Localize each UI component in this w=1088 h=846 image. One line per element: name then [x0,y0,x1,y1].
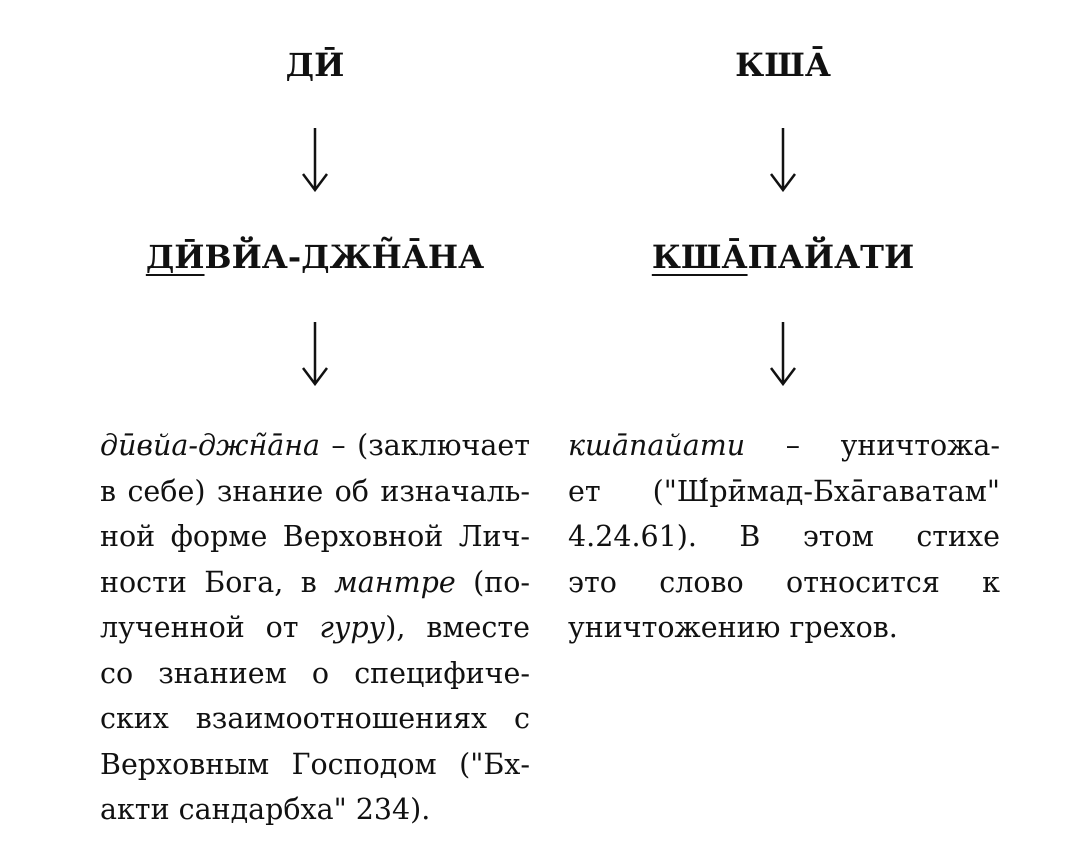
right-root-heading: КША̄ [735,46,831,84]
right-derived-heading: КША̄ПАЙАТИ [553,238,1013,276]
italic-term: дӣвйа-джн̃а̄на [100,429,320,462]
text-segment: ной форме Верховной Лич- [100,520,530,553]
left-derived-root: ДӢ [145,238,205,276]
text-segment: ет ("Ш́рӣмад-Бха̄гаватам" [568,474,1000,508]
text-line: со знанием о специфиче- [100,651,530,697]
text-line: акти сандарбха" 234). [100,787,530,833]
text-segment: – уничтожа- [745,429,1000,462]
text-segment: Верховным Господом ("Бх- [100,747,530,781]
text-line: кша̄пайати – уничтожа- [568,423,1000,469]
left-definition: дӣвйа-джн̃а̄на – (заключает в себе) знани… [100,423,530,833]
down-arrow-icon [302,128,328,192]
text-line: в себе) знание об изначаль- [100,469,530,515]
text-segment: (по- [455,565,530,599]
italic-term: гуру [319,611,386,644]
text-line: ной форме Верховной Лич- [100,514,530,560]
right-derived-rest: ПАЙАТИ [747,238,915,276]
text-segment: лученной от [100,611,320,644]
down-arrow-icon [770,128,796,192]
text-segment: акти сандарбха" 234). [100,793,431,826]
right-derived-root: КША̄ [651,238,748,276]
text-line: 4.24.61). В этом стихе [568,514,1000,560]
left-derived-rest: ВЙА-ДЖН̃А̄НА [204,238,485,276]
down-arrow-icon [302,322,328,386]
left-root-heading: ДӢ [285,46,345,84]
down-arrow-icon [770,322,796,386]
right-definition: кша̄пайати – уничтожа-ет ("Ш́рӣмад-Бха̄г… [568,423,1000,651]
text-line: ских взаимоотношениях с [100,696,530,742]
text-line: ности Бога, в мантре (по- [100,560,530,606]
text-segment: – (заключает [319,429,530,462]
text-line: лученной от гуру), вместе [100,605,530,651]
text-line: Верховным Господом ("Бх- [100,742,530,788]
text-segment: ), вместе [385,611,530,644]
text-line: дӣвйа-джн̃а̄на – (заключает [100,423,530,469]
italic-term: кша̄пайати [568,429,746,462]
text-segment: ских взаимоотношениях с [100,702,530,735]
text-segment: уничтожению грехов. [568,611,898,644]
italic-term: мантре [334,565,456,599]
text-line: уничтожению грехов. [568,605,1000,651]
left-derived-heading: ДӢВЙА-ДЖН̃А̄НА [85,238,545,276]
text-segment: 4.24.61). В этом стихе [568,520,1000,553]
text-segment: это слово относится к [568,565,1000,599]
text-segment: ности Бога, в [100,565,335,599]
text-line: это слово относится к [568,560,1000,606]
text-segment: со знанием о специфиче- [100,656,530,690]
text-segment: в себе) знание об изначаль- [100,474,530,508]
text-line: ет ("Ш́рӣмад-Бха̄гаватам" [568,469,1000,515]
